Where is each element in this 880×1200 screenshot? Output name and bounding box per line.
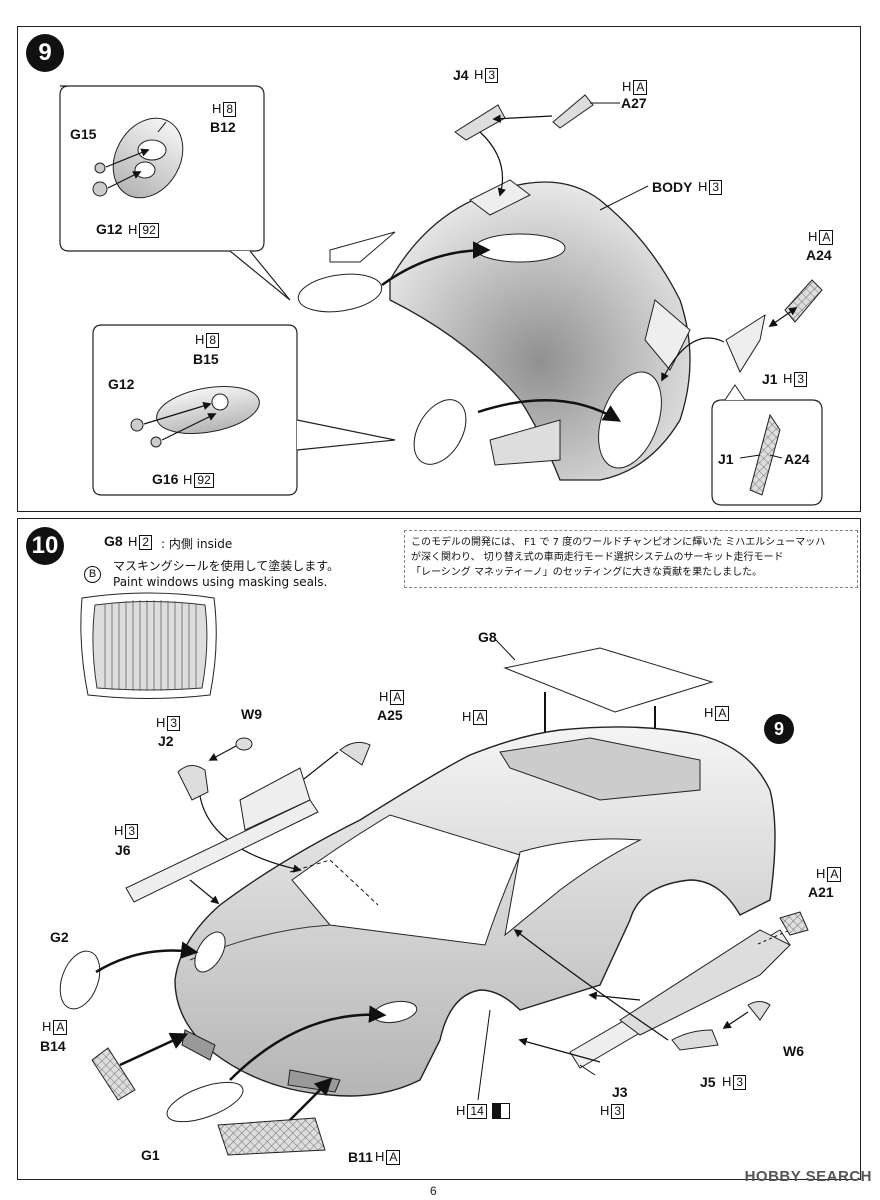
label-w6: W6 (783, 1043, 804, 1059)
part-b14 (91, 1047, 136, 1101)
label-g16: G16 (152, 471, 179, 487)
j1-inset (711, 384, 823, 506)
label-j6: J6 (115, 842, 131, 858)
designer-note: このモデルの開発には、 F1 で 7 度のワールドチャンピオンに輝いた ミハエル… (404, 530, 858, 588)
label-a21: A21 (808, 884, 834, 900)
mix-indicator-icon (492, 1103, 510, 1119)
label-b11: B11 (348, 1149, 373, 1165)
part-a24 (784, 279, 823, 323)
page-number: 6 (430, 1184, 437, 1198)
part-j1 (725, 313, 766, 374)
rear-light-right (413, 399, 467, 465)
part-j2 (177, 765, 209, 801)
label-j1: J1 (762, 371, 778, 387)
masking-instruction-jp: マスキングシールを使用して塗装します。 (113, 559, 340, 573)
label-j2: J2 (158, 733, 174, 749)
label-a24: A24 (806, 247, 832, 263)
label-g2: G2 (50, 929, 69, 945)
part-side-vent (619, 929, 791, 1036)
part-a21 (779, 911, 809, 936)
watermark: HOBBY SEARCH (744, 1168, 872, 1185)
note-line-3: 「レーシング マネッティーノ」のセッティングに大きな貢献を果たしました。 (411, 567, 763, 578)
part-w9 (235, 737, 253, 751)
label-g12-bottom: G12 (108, 376, 135, 392)
label-j4: J4 (453, 67, 469, 83)
label-b14: B14 (40, 1038, 66, 1054)
part-b11 (217, 1117, 326, 1156)
label-j5: J5 (700, 1074, 716, 1090)
part-a27 (552, 94, 594, 129)
g8-inside-note: : 内側 inside (161, 537, 233, 551)
car-body-illustration (174, 726, 776, 1097)
inset-label-j1: J1 (718, 451, 734, 467)
inset-label-a24: A24 (784, 451, 810, 467)
part-j5 (671, 1029, 719, 1051)
part-a25 (339, 741, 371, 766)
note-line-2: が深く関わり、 切り替え式の車両走行モード選択システムのサーキット走行モード (411, 552, 784, 563)
label-a25: A25 (377, 707, 403, 723)
part-g1 (166, 1081, 244, 1123)
masking-seal-sample (80, 592, 217, 699)
label-g12-top: G12 (96, 221, 123, 237)
step-number-9: 9 (26, 34, 64, 72)
detail-callout-1 (59, 85, 291, 301)
part-j6 (125, 799, 319, 903)
seal-ref-badge: B (84, 566, 101, 583)
label-g15: G15 (70, 126, 97, 142)
note-line-1: このモデルの開発には、 F1 で 7 度のワールドチャンピオンに輝いた ミハエル… (411, 537, 826, 548)
body-rear-illustration (329, 179, 691, 481)
masking-instruction-en: Paint windows using masking seals. (113, 575, 328, 589)
part-g2 (59, 950, 101, 1010)
label-j3: J3 (612, 1084, 628, 1100)
label-g1: G1 (141, 1147, 160, 1163)
rear-light-left (297, 273, 383, 313)
label-w9: W9 (241, 706, 262, 722)
label-b15: B15 (193, 351, 219, 367)
ref-step-9: 9 (764, 714, 794, 744)
step-number-10: 10 (26, 527, 64, 565)
label-g8-note: G8 (104, 533, 123, 549)
label-g8: G8 (478, 629, 497, 645)
label-a27: A27 (621, 95, 647, 111)
part-j4 (454, 104, 506, 141)
label-b12: B12 (210, 119, 236, 135)
detail-callout-2 (92, 324, 396, 496)
part-g8-window (503, 647, 714, 713)
part-w6 (747, 1001, 771, 1021)
label-body: BODY (652, 179, 693, 195)
